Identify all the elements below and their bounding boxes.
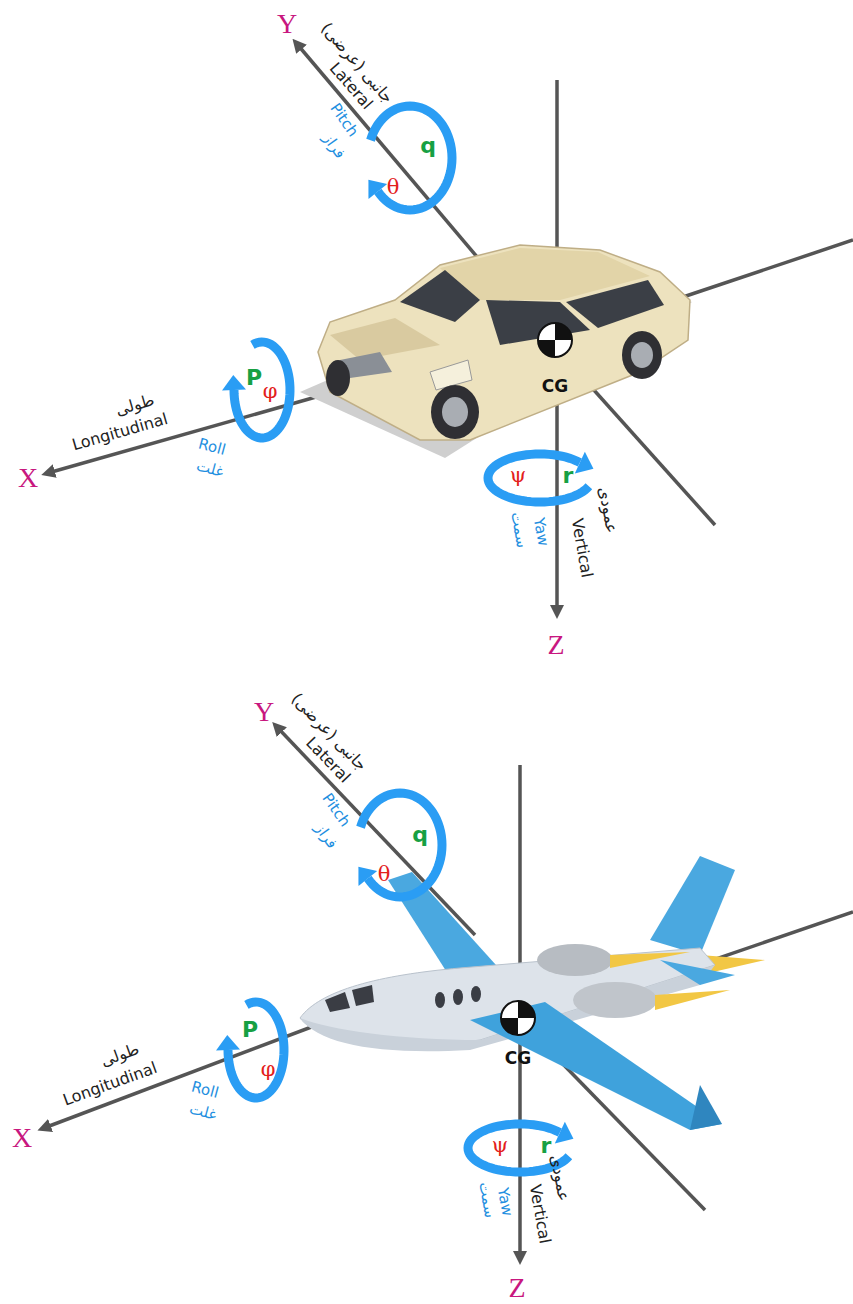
rotation-arrowhead <box>358 867 377 886</box>
rotation-ring <box>488 454 589 502</box>
rotation-arrowhead <box>222 375 246 391</box>
axis-letter: Z <box>508 1273 525 1304</box>
axis-letter: Z <box>547 630 564 661</box>
rate-symbol: P <box>246 366 262 390</box>
angle-symbol: φ <box>261 1058 276 1081</box>
cg-symbol <box>501 323 572 1035</box>
axes <box>44 727 853 1258</box>
axis-name: عمودی <box>547 1153 572 1202</box>
rotation-name: غلت <box>188 1100 219 1123</box>
car-illustration <box>300 245 692 458</box>
rate-symbol: r <box>541 1134 552 1158</box>
cg-label: CG <box>505 1049 531 1068</box>
axis-letter: X <box>18 463 38 494</box>
rotation-ring <box>371 106 452 210</box>
axis-letter: Y <box>277 9 297 40</box>
rotation-name: Roll <box>190 1079 221 1102</box>
rotation-ring <box>361 793 442 897</box>
rotation-arrows <box>216 106 593 1172</box>
airplane-illustration <box>300 856 765 1130</box>
angle-symbol: ψ <box>510 464 526 487</box>
angle-symbol: ψ <box>492 1134 508 1157</box>
rotation-ring <box>228 1002 284 1098</box>
cg-label: CG <box>542 377 568 396</box>
rotation-name: Roll <box>197 436 228 459</box>
axes <box>48 44 853 612</box>
angle-symbol: θ <box>378 863 391 886</box>
rotation-arrowhead <box>368 180 387 199</box>
rotation-arrowhead <box>575 452 594 474</box>
axis-name: Vertical <box>568 517 596 579</box>
rotation-name: Yaw <box>530 517 551 548</box>
rate-symbol: r <box>563 464 574 488</box>
angle-symbol: φ <box>263 380 278 403</box>
axis-letter: Y <box>254 697 274 728</box>
rotation-name: سمت <box>476 1181 498 1219</box>
axis-letter: X <box>12 1123 32 1154</box>
angle-symbol: θ <box>387 176 400 199</box>
rotation-name: سمت <box>508 511 530 549</box>
rotation-ring <box>234 342 290 438</box>
axis-name: Vertical <box>526 1183 554 1245</box>
rotation-name: غلت <box>195 457 226 480</box>
axis-name: عمودی <box>595 485 620 534</box>
rate-symbol: P <box>242 1018 258 1042</box>
rate-symbol: q <box>412 823 428 847</box>
rotation-arrowhead <box>216 1035 240 1051</box>
rate-symbol: q <box>420 134 436 158</box>
rotation-arrowhead <box>555 1122 574 1144</box>
